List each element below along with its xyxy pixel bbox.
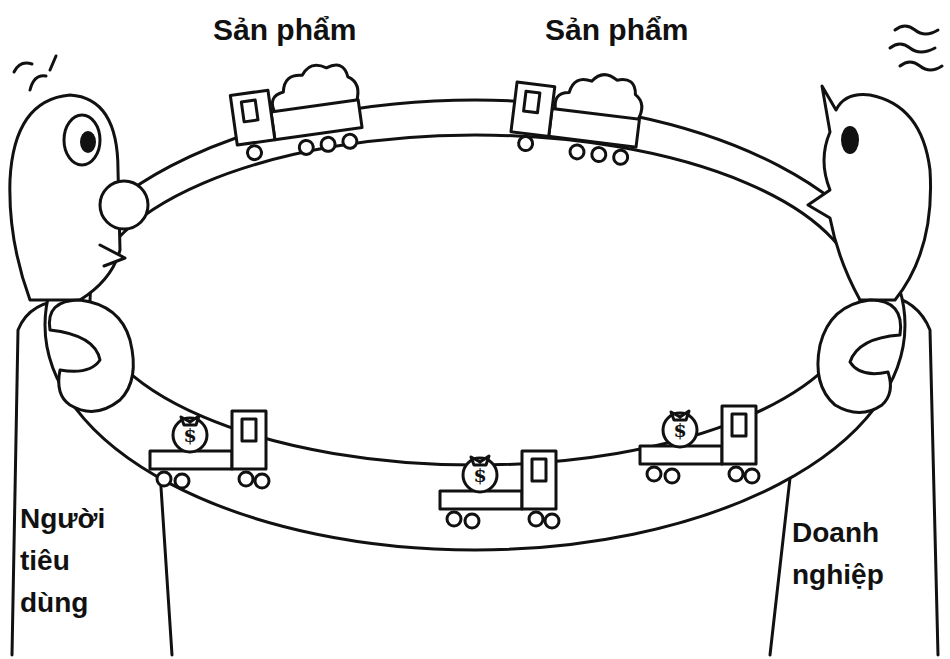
- flow-label: Sản phẩm: [545, 12, 715, 48]
- money-symbol: $: [673, 421, 686, 440]
- money-symbol: $: [183, 426, 196, 445]
- money-symbol: $: [473, 466, 486, 485]
- flow-label: Sản phẩm: [213, 12, 383, 48]
- actor-label: Người tiêu dùng: [20, 498, 132, 624]
- actor-label: Doanh nghiệp: [792, 512, 922, 596]
